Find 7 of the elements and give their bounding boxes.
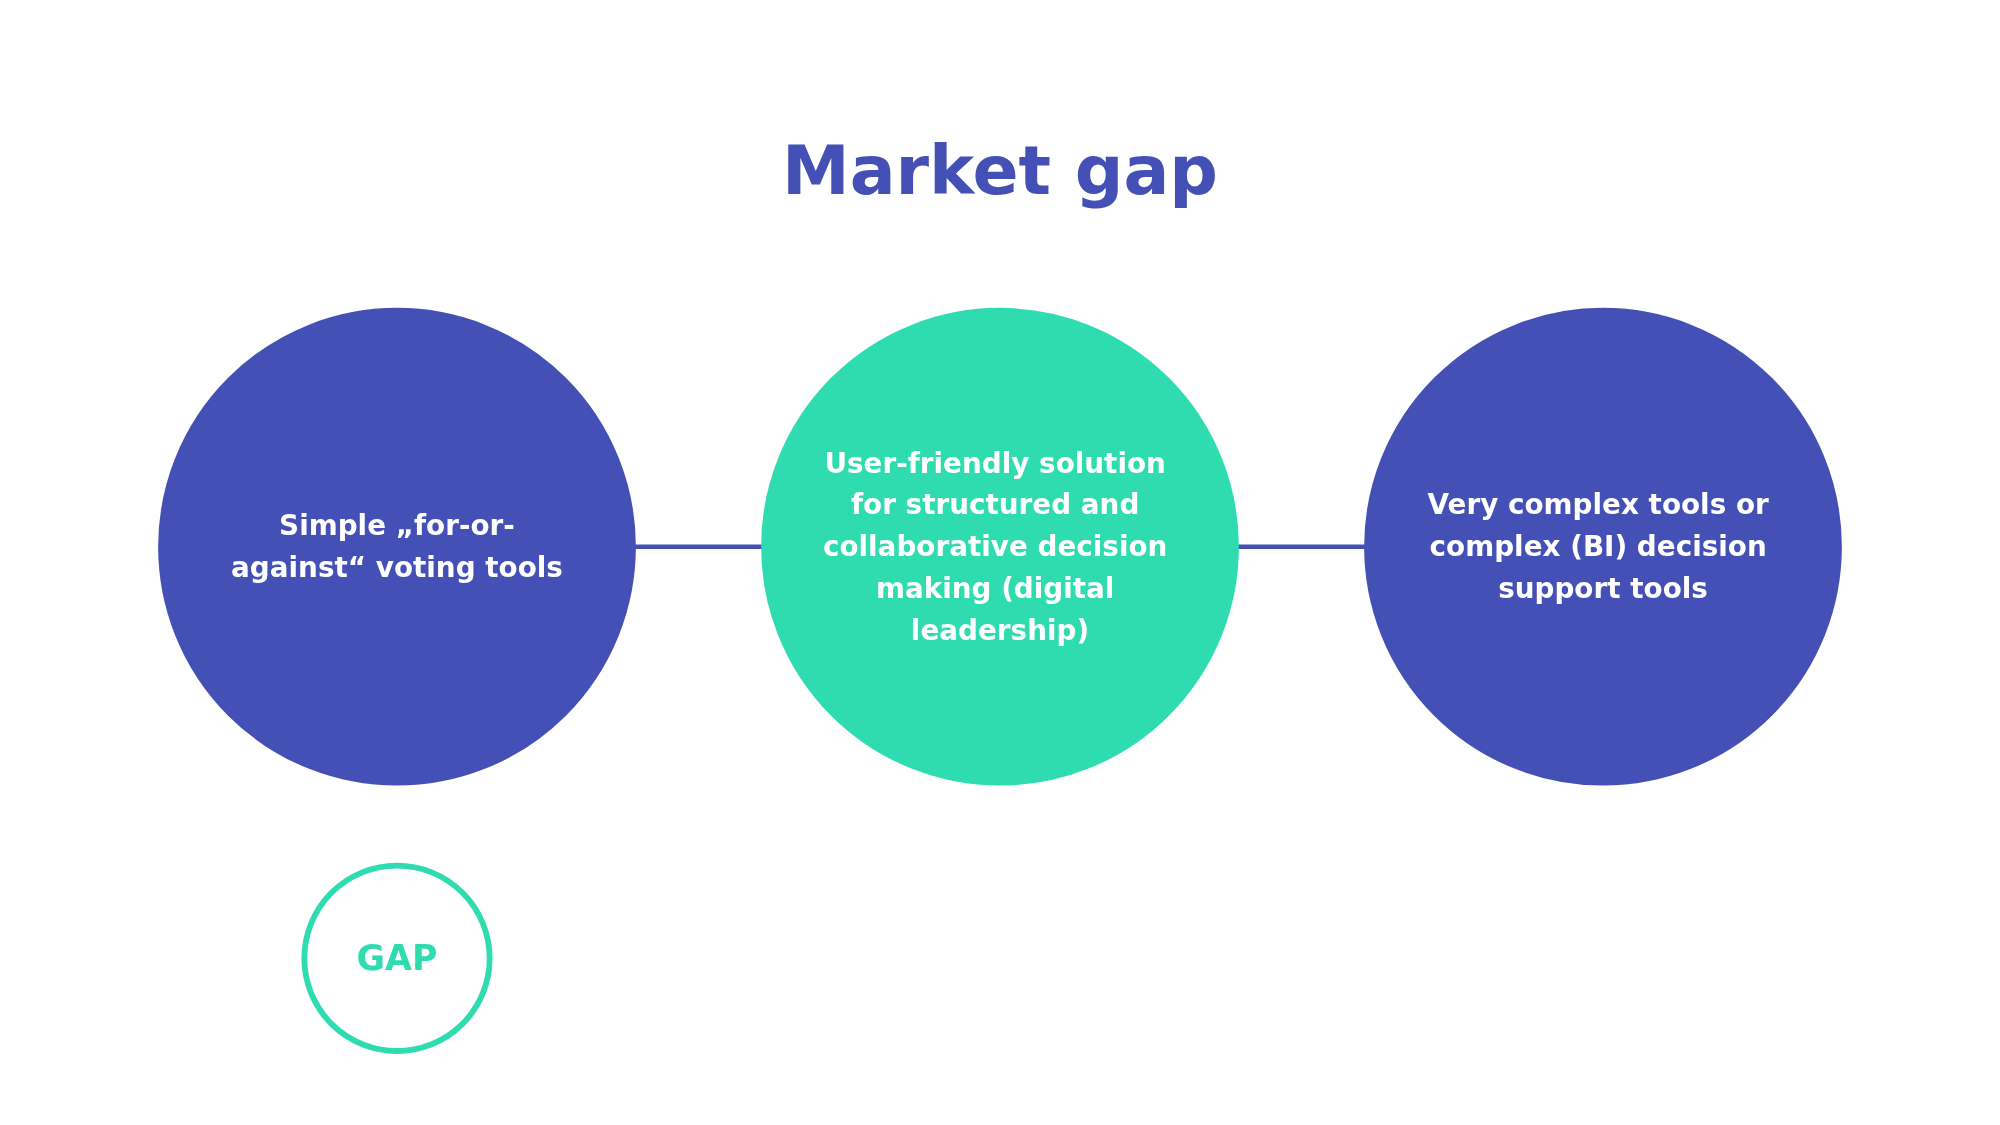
node-circle: User-friendly solution for structured and collaborative decision making (digital leadership) <box>761 307 1239 786</box>
connector <box>634 544 763 550</box>
connector <box>1237 544 1366 550</box>
node-circle: Simple „for-or-against“ voting tools <box>158 307 636 786</box>
diagram-title: Market gap <box>782 130 1218 212</box>
node-circle: GAP <box>301 862 493 1054</box>
node-circle: Very complex tools or complex (BI) decision support tools <box>1364 307 1842 786</box>
